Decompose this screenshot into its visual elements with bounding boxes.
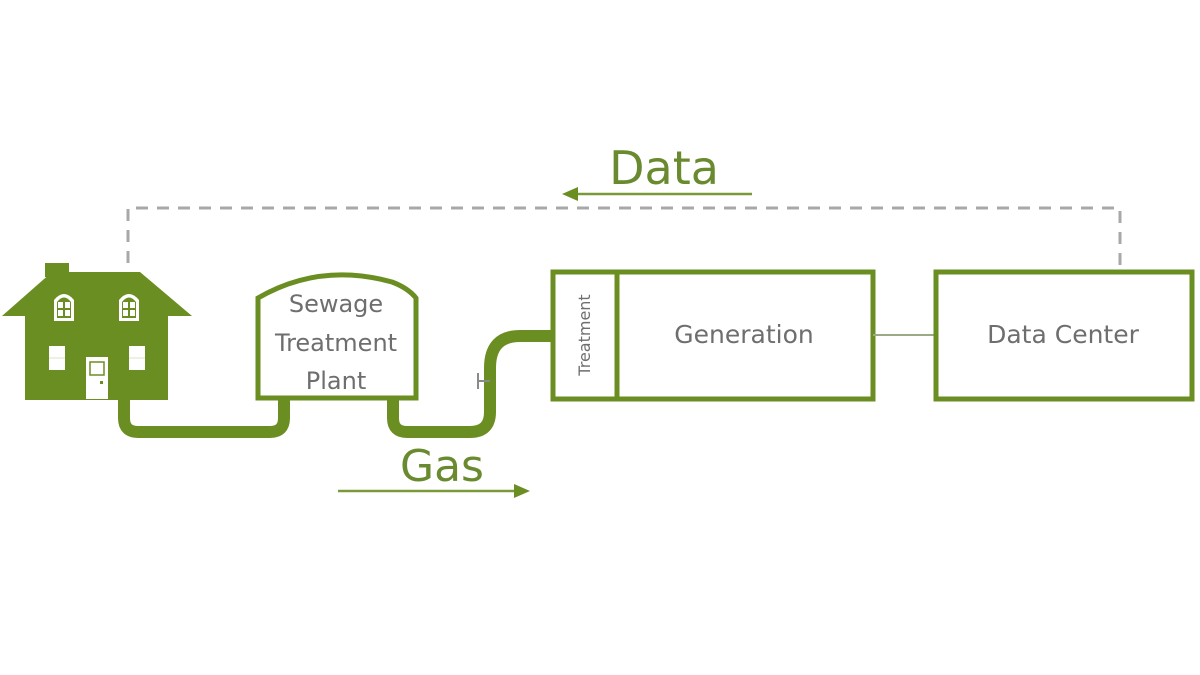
- sewage-plant-label-line1: Sewage: [289, 290, 383, 318]
- data-flow-label: Data: [609, 141, 719, 195]
- sewage-plant-label-line3: Plant: [306, 367, 366, 395]
- window-icon: [119, 294, 139, 321]
- gas-flow-label: Gas: [400, 441, 484, 492]
- data-feedback-line: [126, 206, 1122, 270]
- treatment-label: Treatment: [575, 294, 594, 376]
- data-center-block: Data Center: [933, 269, 1195, 402]
- window-icon: [54, 294, 74, 321]
- gas-pipe: [387, 330, 552, 438]
- door-icon: [86, 357, 108, 399]
- house-icon: [2, 263, 192, 400]
- data-arrow-head: [562, 187, 578, 201]
- data-center-label: Data Center: [987, 320, 1140, 349]
- sewage-plant-label-line2: Treatment: [274, 329, 397, 357]
- generation-label: Generation: [674, 320, 813, 349]
- treatment-generation-block: Treatment Generation: [550, 269, 876, 402]
- sewage-pipe: [118, 398, 290, 438]
- sewage-treatment-plant: Sewage Treatment Plant: [255, 272, 419, 401]
- gas-arrow-head: [514, 484, 530, 498]
- valve-icon: [477, 373, 490, 389]
